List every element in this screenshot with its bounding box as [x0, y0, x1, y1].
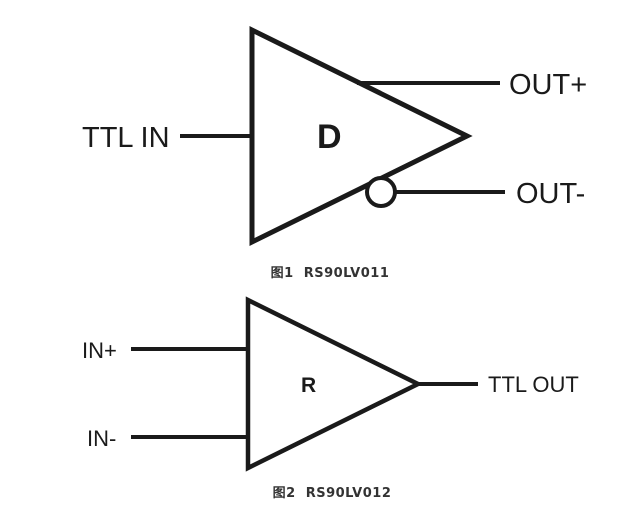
figure1-caption: 图1 RS90LV011 [271, 266, 390, 281]
out-plus-label: OUT+ [509, 69, 587, 101]
receiver-letter: R [301, 374, 316, 397]
driver-triangle [249, 25, 473, 247]
ttl-in-label: TTL IN [82, 122, 170, 154]
receiver-figure: IN+ IN- R TTL OUT 图2 RS90LV012 [82, 296, 579, 501]
receiver-triangle [245, 296, 424, 472]
driver-letter: D [317, 118, 342, 156]
ttl-out-label: TTL OUT [488, 372, 579, 397]
driver-figure: TTL IN D OUT+ OUT- 图1 RS90LV011 [82, 25, 587, 281]
figure2-caption: 图2 RS90LV012 [273, 486, 392, 501]
in-minus-label: IN- [87, 426, 116, 451]
inversion-bubble [365, 176, 397, 208]
in-plus-label: IN+ [82, 338, 117, 363]
out-minus-label: OUT- [516, 178, 585, 210]
